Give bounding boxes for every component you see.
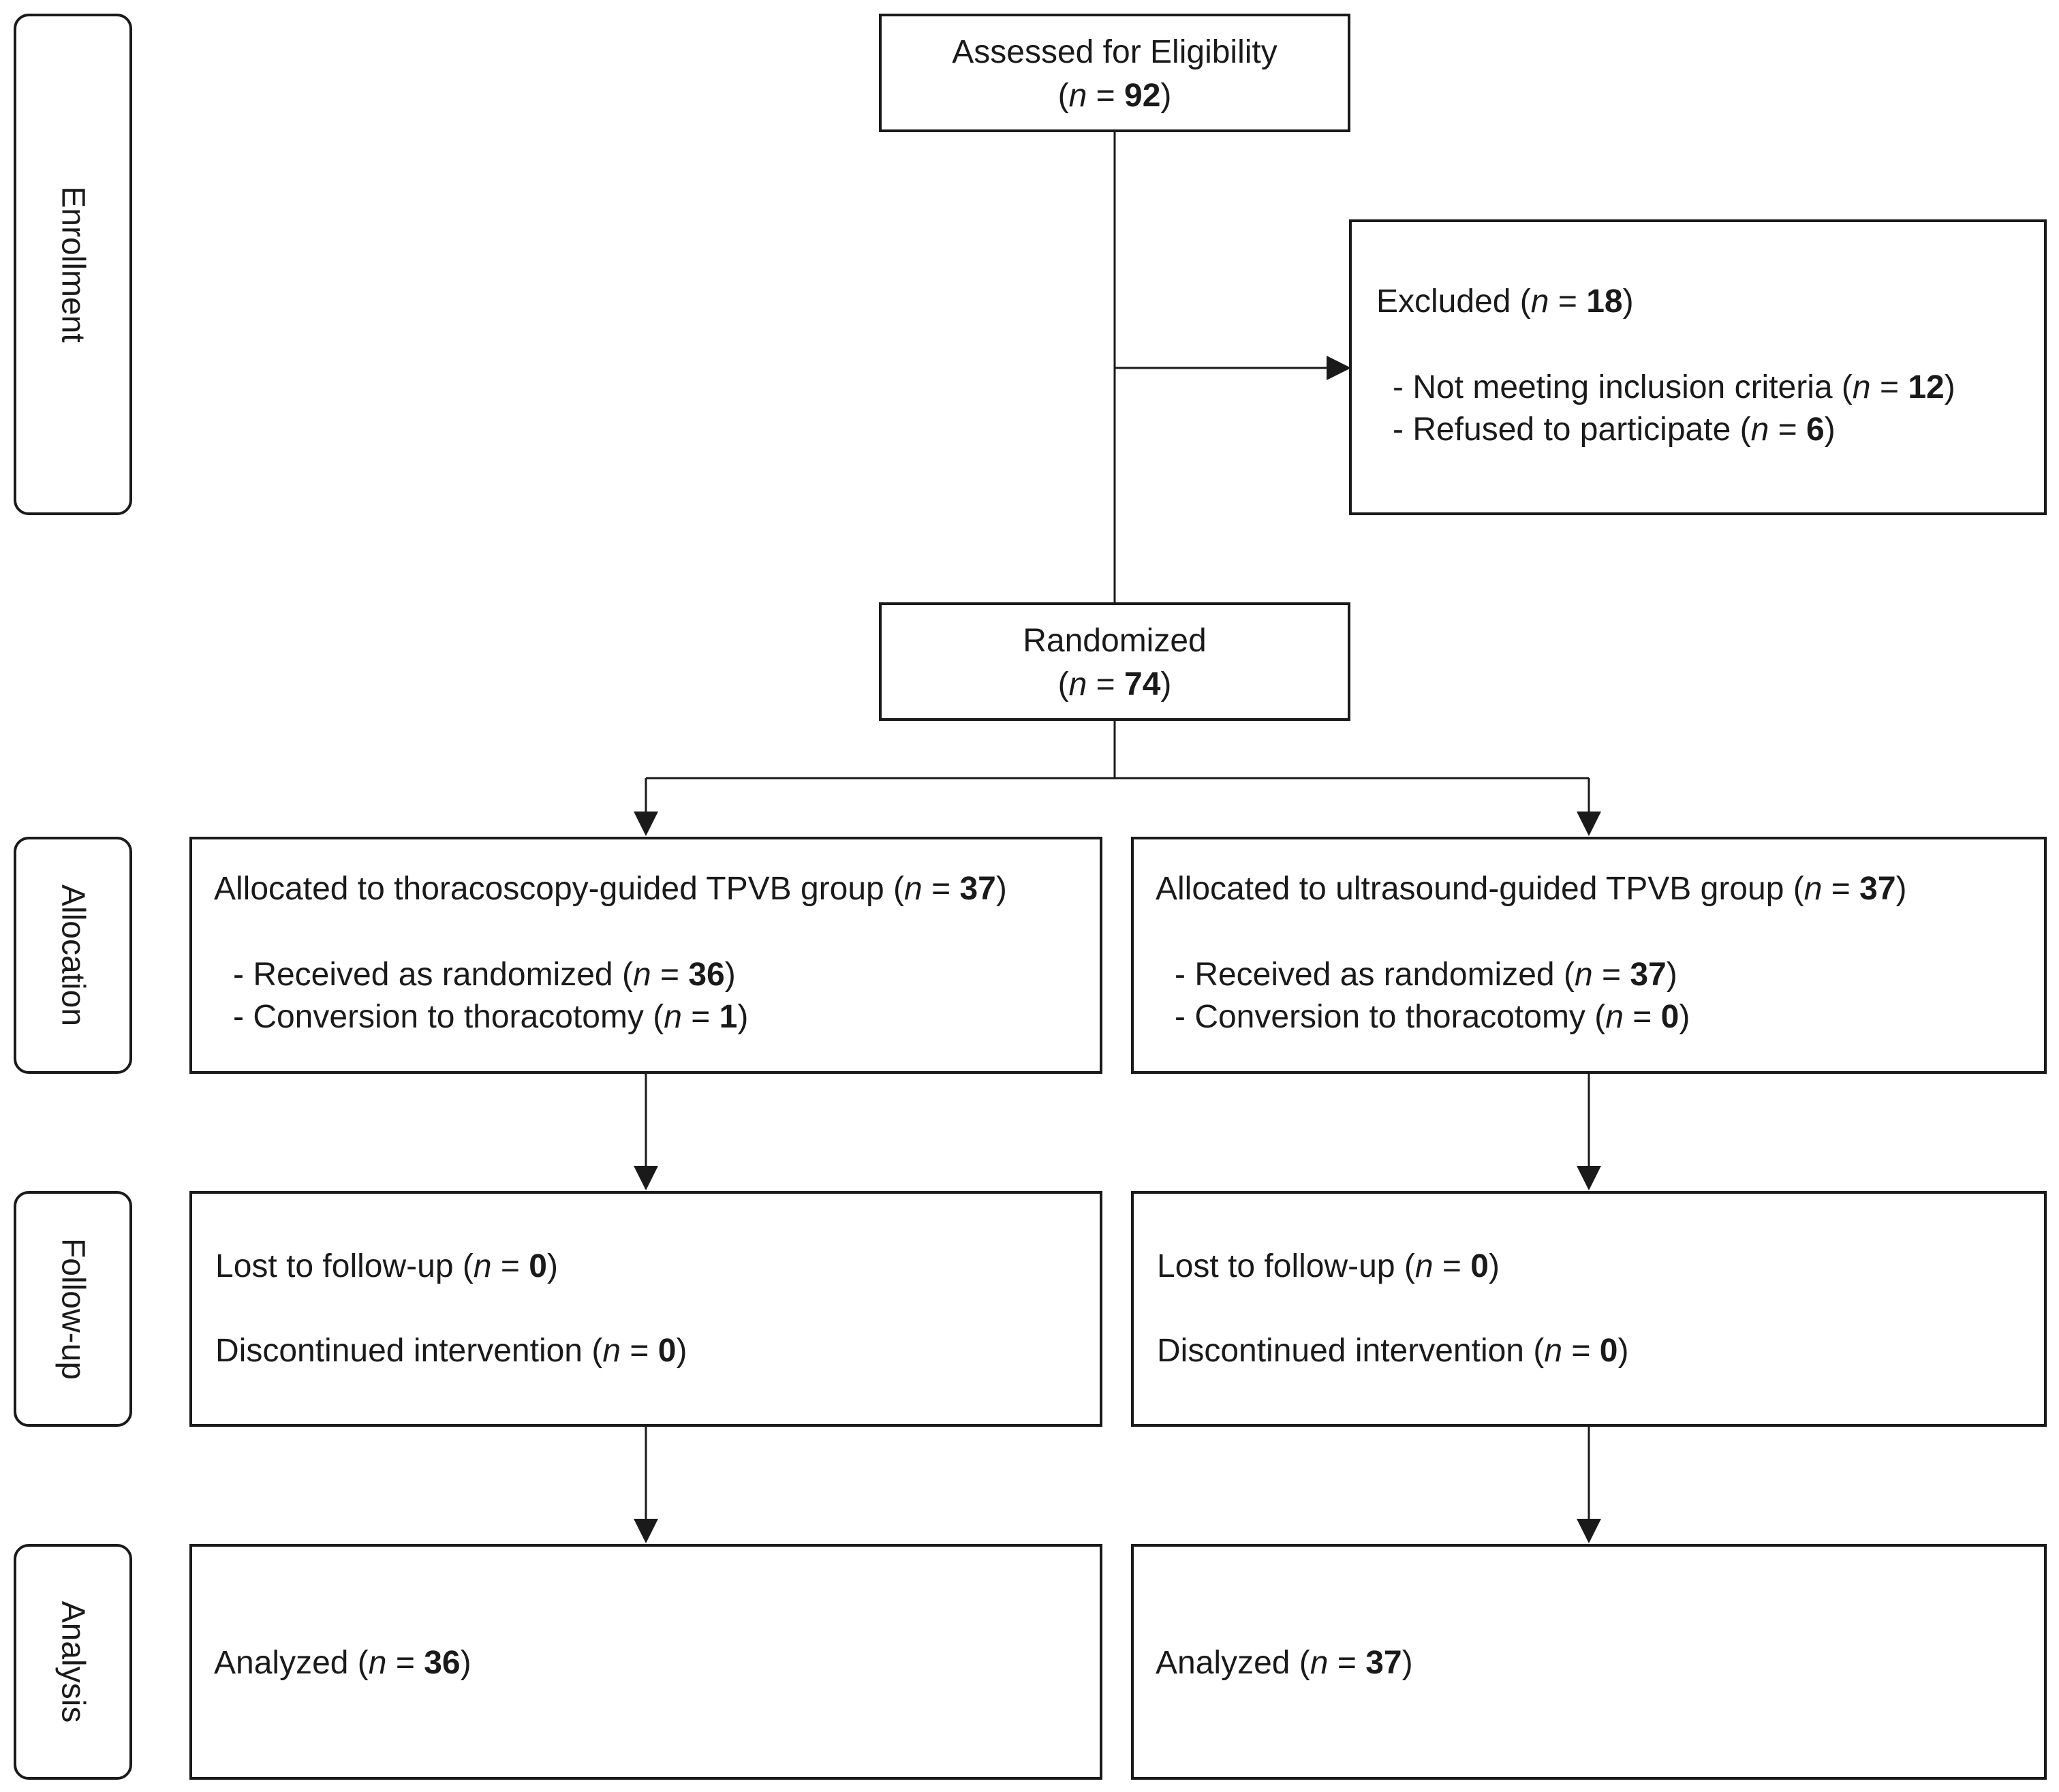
assessed-count: (n = 92): [1057, 78, 1172, 114]
assessed-label: Assessed for Eligibility: [952, 34, 1278, 70]
followup-box-left: Lost to follow-up (n = 0) Discontinued i…: [189, 1191, 1102, 1427]
randomized-count: (n = 74): [1057, 666, 1172, 702]
stage-followup-label: Follow-up: [55, 1237, 91, 1380]
analysis-box-left: Analyzed (n = 36): [189, 1544, 1102, 1780]
discontinued-label-right: Discontinued intervention (n = 0): [1157, 1333, 1629, 1369]
stage-allocation-label: Allocation: [55, 884, 91, 1027]
conversion-label-right: - Conversion to thoracotomy (n = 0): [1175, 999, 1690, 1035]
stage-followup: Follow-up: [14, 1191, 132, 1427]
discontinued-label-left: Discontinued intervention (n = 0): [215, 1333, 687, 1369]
allocation-label-left: Allocated to thoracoscopy-guided TPVB gr…: [214, 871, 1007, 907]
received-label-right: - Received as randomized (n = 37): [1175, 957, 1677, 993]
stage-analysis-label: Analysis: [55, 1601, 91, 1723]
allocation-box-left: Allocated to thoracoscopy-guided TPVB gr…: [189, 837, 1102, 1074]
excluded-label: Excluded (n = 18): [1376, 283, 1634, 320]
analysis-box-right: Analyzed (n = 37): [1131, 1544, 2047, 1780]
excluded-item: - Not meeting inclusion criteria (n = 12…: [1393, 369, 1955, 405]
allocation-box-right: Allocated to ultrasound-guided TPVB grou…: [1131, 837, 2047, 1074]
randomized-label: Randomized: [1023, 623, 1207, 659]
stage-analysis: Analysis: [14, 1544, 132, 1780]
conversion-label-left: - Conversion to thoracotomy (n = 1): [233, 999, 749, 1035]
randomized-box: Randomized (n = 74): [879, 602, 1350, 721]
analyzed-label-left: Analyzed (n = 36): [214, 1645, 471, 1681]
stage-allocation: Allocation: [14, 837, 132, 1074]
stage-enrollment: Enrollment: [14, 14, 132, 515]
assessed-box: Assessed for Eligibility (n = 92): [879, 14, 1350, 132]
followup-box-right: Lost to follow-up (n = 0) Discontinued i…: [1131, 1191, 2047, 1427]
received-label-left: - Received as randomized (n = 36): [233, 957, 736, 993]
lost-label-left: Lost to follow-up (n = 0): [215, 1248, 558, 1284]
lost-label-right: Lost to follow-up (n = 0): [1157, 1248, 1500, 1284]
stage-enrollment-label: Enrollment: [55, 186, 91, 343]
allocation-label-right: Allocated to ultrasound-guided TPVB grou…: [1156, 871, 1907, 907]
excluded-box: Excluded (n = 18) - Not meeting inclusio…: [1349, 219, 2047, 515]
analyzed-label-right: Analyzed (n = 37): [1156, 1645, 1413, 1681]
excluded-item: - Refused to participate (n = 6): [1393, 412, 1836, 448]
